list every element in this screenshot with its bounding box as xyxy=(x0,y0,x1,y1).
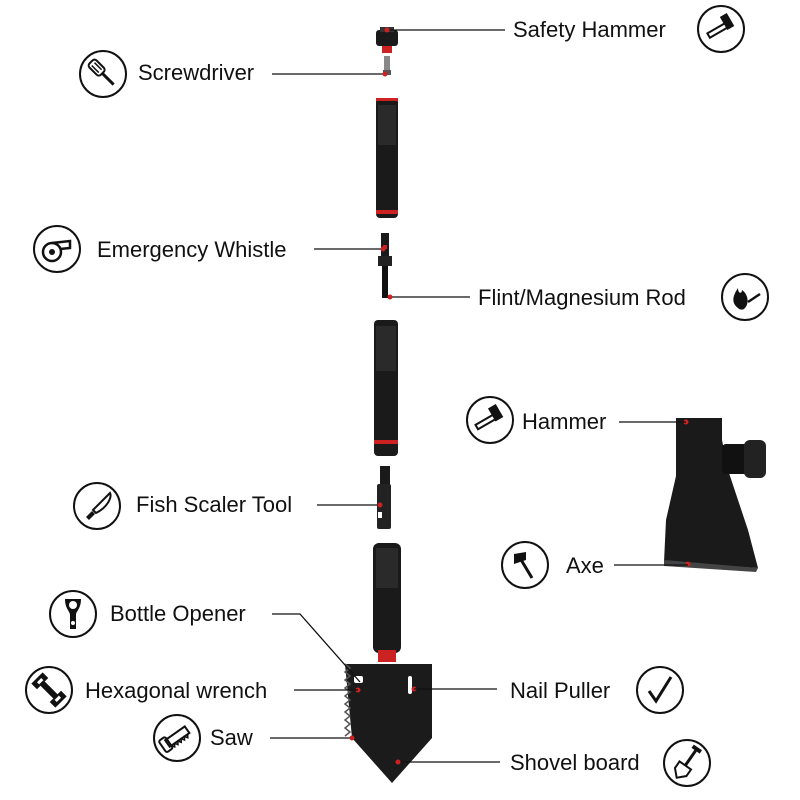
shovel-icon xyxy=(663,739,711,787)
hammer-icon xyxy=(697,5,745,53)
label-axe: Axe xyxy=(566,553,604,578)
fire-match-icon xyxy=(721,273,769,321)
label-nail-puller: Nail Puller xyxy=(510,678,611,703)
handle-tube-top xyxy=(376,98,398,218)
label-hexagonal-wrench: Hexagonal wrench xyxy=(85,678,268,703)
knife-icon xyxy=(73,482,121,530)
leader-lines xyxy=(270,29,688,763)
whistle-icon xyxy=(33,225,81,273)
axe-icon xyxy=(501,541,549,589)
label-hammer: Hammer xyxy=(522,409,607,434)
label-saw: Saw xyxy=(210,725,253,750)
leader-dots xyxy=(349,27,401,765)
label-bottle-opener: Bottle Opener xyxy=(110,601,246,626)
handle-tube-middle xyxy=(374,320,398,456)
check-icon xyxy=(636,666,684,714)
label-shovel-board: Shovel board xyxy=(510,750,640,775)
wrench-icon xyxy=(25,666,73,714)
fish-scaler-part xyxy=(377,466,391,529)
axe-part xyxy=(664,418,766,572)
label-screwdriver: Screwdriver xyxy=(138,60,255,85)
shovel-part xyxy=(343,543,432,783)
label-flint-magnesium-rod: Flint/Magnesium Rod xyxy=(478,285,686,310)
bottle-opener-icon xyxy=(49,590,97,638)
saw-icon xyxy=(153,714,201,762)
screwdriver-icon xyxy=(79,50,127,98)
label-safety-hammer: Safety Hammer xyxy=(513,17,666,42)
whistle-flint-part xyxy=(378,233,392,298)
label-emergency-whistle: Emergency Whistle xyxy=(97,237,287,262)
hammer-icon xyxy=(466,396,514,444)
label-fish-scaler-tool: Fish Scaler Tool xyxy=(136,492,293,517)
